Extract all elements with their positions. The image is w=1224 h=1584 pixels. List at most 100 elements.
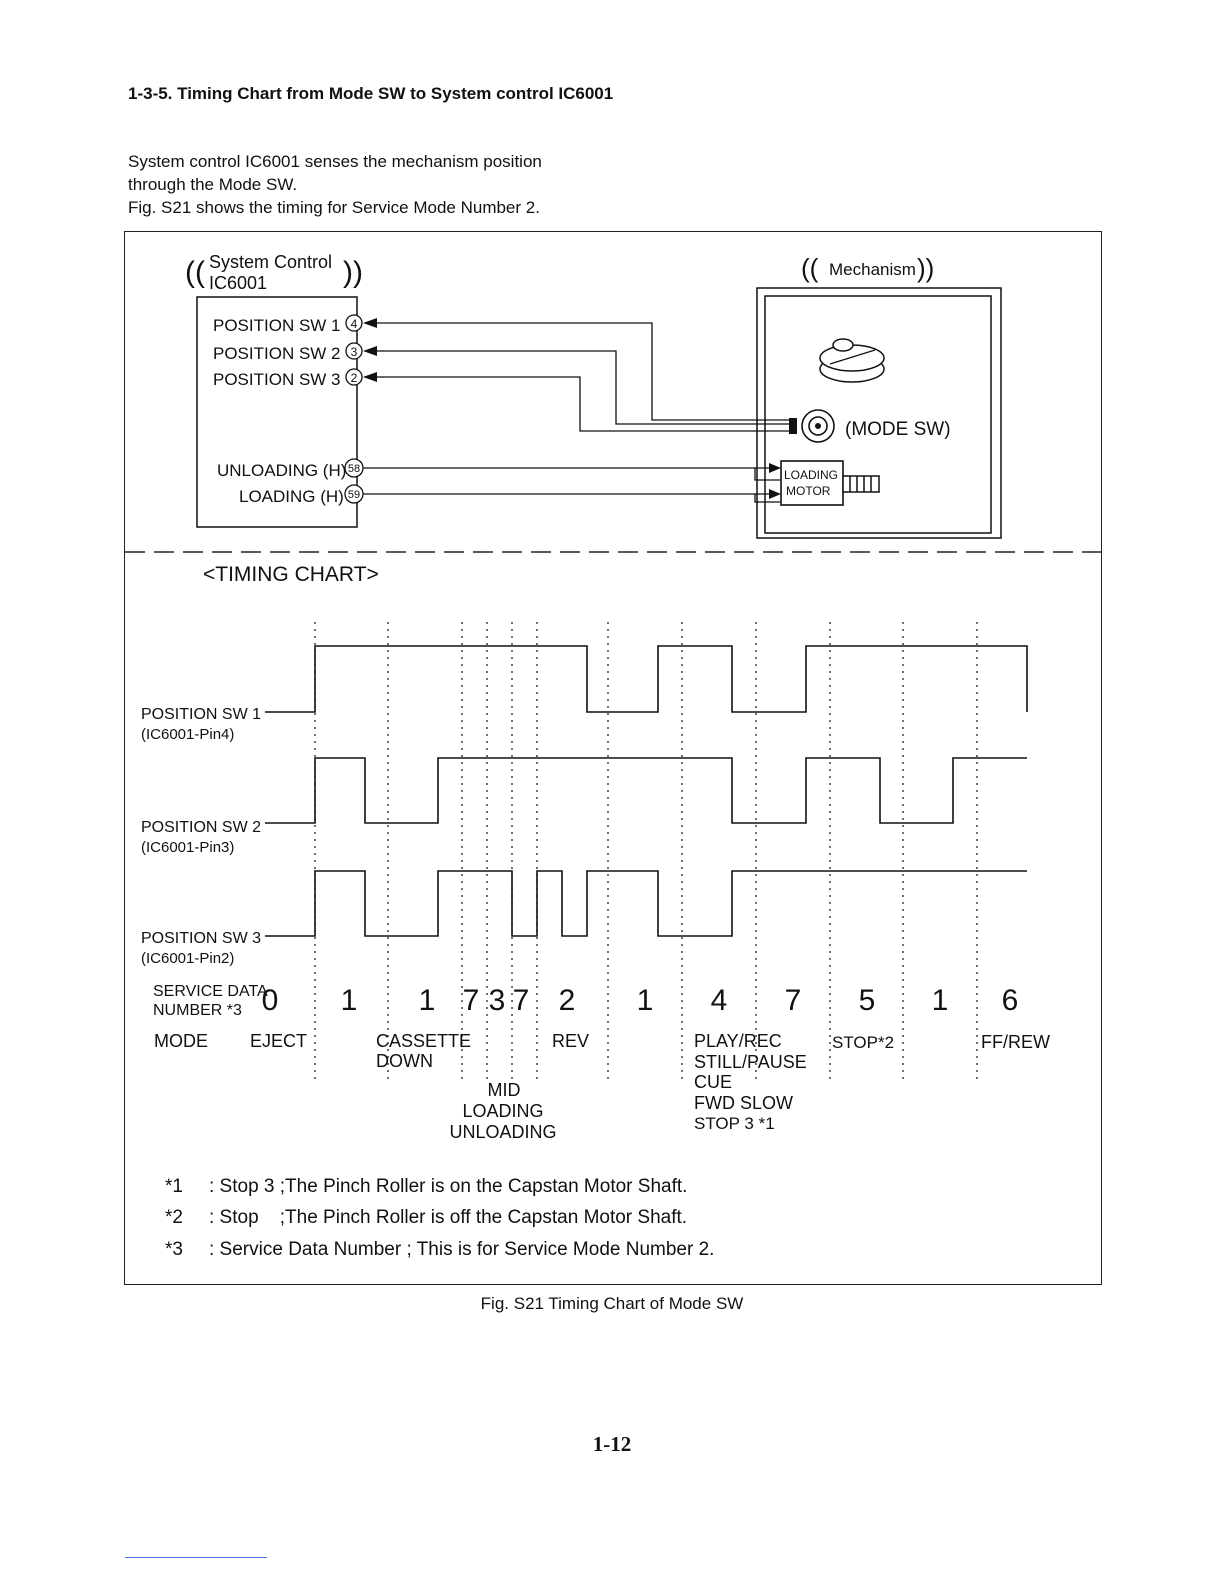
pin-number-58: 58 [348, 463, 360, 475]
mode-switch-icon [789, 409, 835, 443]
mode-play-2: STILL/PAUSE [694, 1052, 807, 1072]
mode-cassette-1: CASSETTE [376, 1031, 471, 1051]
mode-eject: EJECT [250, 1031, 307, 1051]
service-number-5: 7 [513, 984, 530, 1017]
waveform-sw1 [265, 645, 1028, 713]
note-3-key: *3 [165, 1239, 183, 1260]
pin-circle-2 [345, 368, 363, 386]
open-bracket-mech: (( [801, 253, 819, 283]
service-number-9: 7 [785, 984, 802, 1017]
pin-number-3: 3 [351, 345, 358, 359]
note-3-text: : Service Data Number ; This is for Serv… [209, 1239, 715, 1260]
service-number-7: 1 [637, 984, 654, 1017]
note-2: *2 : Stop ;The Pinch Roller is off the Ca… [165, 1207, 687, 1229]
wire-sw3 [365, 376, 790, 432]
timing-chart-title: <TIMING CHART> [203, 563, 379, 586]
intro-line-2: through the Mode SW. [128, 175, 298, 194]
mode-stop2: STOP*2 [832, 1033, 894, 1052]
loading-motor-label-1: LOADING [784, 468, 838, 482]
arrow-sw3 [363, 372, 377, 382]
intro-line-3: Fig. S21 shows the timing for Service Mo… [128, 198, 540, 217]
pin-circle-3 [345, 342, 363, 360]
service-number-6: 2 [559, 984, 576, 1017]
mechanism-inner-box [764, 295, 992, 534]
service-number-12: 6 [1002, 984, 1019, 1017]
signal-label-sw1: POSITION SW 1 [141, 706, 261, 723]
pin-label-sw1: POSITION SW 1 [213, 316, 341, 335]
note-1-key: *1 [165, 1176, 183, 1197]
pin-number-2: 2 [351, 371, 358, 385]
service-number-0: 0 [262, 984, 279, 1017]
mode-label: MODE [154, 1031, 208, 1051]
loading-motor-label-2: MOTOR [786, 484, 831, 498]
service-number-2: 1 [419, 984, 436, 1017]
wire-sw1 [365, 322, 790, 421]
arrow-loading [769, 489, 781, 499]
wire-loading-bend [754, 494, 780, 503]
arrow-sw1 [363, 318, 377, 328]
service-number-11: 1 [932, 984, 949, 1017]
service-number-3: 7 [463, 984, 480, 1017]
timing-figure: (( System Control IC6001 )) POSITION SW … [125, 252, 1103, 1142]
mode-ffrew: FF/REW [981, 1032, 1050, 1052]
signal-pin-sw3: (IC6001-Pin2) [141, 950, 234, 967]
mode-cassette-2: DOWN [376, 1051, 433, 1071]
mode-mid-3: UNLOADING [449, 1122, 556, 1142]
system-control-ic: IC6001 [209, 273, 267, 293]
cam-gear-icon [819, 338, 885, 383]
pin-circle-4 [345, 314, 363, 332]
waveform-sw2 [265, 757, 1027, 824]
system-control-box [196, 296, 358, 528]
service-number-10: 5 [859, 984, 876, 1017]
pin-number-4: 4 [351, 317, 358, 331]
pin-label-sw3: POSITION SW 3 [213, 370, 341, 389]
mode-mid-2: LOADING [462, 1101, 543, 1121]
pin-label-sw2: POSITION SW 2 [213, 344, 341, 363]
pin-number-59: 59 [348, 489, 360, 501]
note-1-text: : Stop 3 ;The Pinch Roller is on the Cap… [209, 1176, 688, 1197]
intro-line-1: System control IC6001 senses the mechani… [128, 152, 542, 171]
arrow-unloading [769, 463, 781, 473]
mechanism-title: Mechanism [829, 260, 916, 279]
note-1: *1 : Stop 3 ;The Pinch Roller is on the C… [165, 1176, 687, 1198]
note-2-key: *2 [165, 1207, 183, 1228]
waveform-sw3 [265, 870, 1027, 937]
wire-unloading-bend [754, 468, 780, 481]
mode-play-5: STOP 3 *1 [694, 1114, 775, 1133]
mode-rev: REV [552, 1031, 589, 1051]
signal-label-sw2: POSITION SW 2 [141, 819, 261, 836]
arrow-sw2 [363, 346, 377, 356]
service-number-8: 4 [711, 984, 728, 1017]
mode-play-4: FWD SLOW [694, 1093, 793, 1113]
service-number-1: 1 [341, 984, 358, 1017]
signal-pin-sw1: (IC6001-Pin4) [141, 726, 234, 743]
system-control-title: System Control [209, 252, 332, 272]
pin-label-loading: LOADING (H) [239, 487, 344, 506]
mode-mid-1: MID [488, 1080, 521, 1100]
close-bracket-left: )) [343, 256, 363, 289]
pin-label-unloading: UNLOADING (H) [217, 461, 346, 480]
mode-play-1: PLAY/REC [694, 1031, 782, 1051]
signal-label-sw3: POSITION SW 3 [141, 930, 261, 947]
page-number: 1-12 [592, 1432, 632, 1456]
service-data-label-2: NUMBER *3 [153, 1002, 242, 1019]
mechanism-outer-box [756, 287, 1002, 539]
mode-play-3: CUE [694, 1072, 732, 1092]
service-data-label-1: SERVICE DATA [153, 983, 268, 1000]
note-3: *3 : Service Data Number ; This is for Se… [165, 1239, 714, 1261]
loading-motor-icon [780, 460, 880, 506]
wire-sw2 [365, 350, 790, 425]
figure-caption: Fig. S21 Timing Chart of Mode SW [480, 1294, 744, 1313]
mode-sw-label: (MODE SW) [845, 419, 951, 440]
close-bracket-mech: )) [917, 253, 934, 283]
note-2-text: : Stop ;The Pinch Roller is off the Caps… [209, 1207, 688, 1228]
footer-rule [125, 1557, 267, 1558]
figure-frame: (( System Control IC6001 )) POSITION SW … [124, 231, 1103, 1285]
timing-waveforms [265, 645, 1028, 937]
block-diagram: (( System Control IC6001 )) POSITION SW … [185, 252, 1002, 539]
service-number-4: 3 [489, 984, 506, 1017]
open-bracket-left: (( [185, 256, 205, 289]
signal-pin-sw2: (IC6001-Pin3) [141, 839, 234, 856]
section-heading: 1-3-5. Timing Chart from Mode SW to Syst… [128, 84, 614, 103]
